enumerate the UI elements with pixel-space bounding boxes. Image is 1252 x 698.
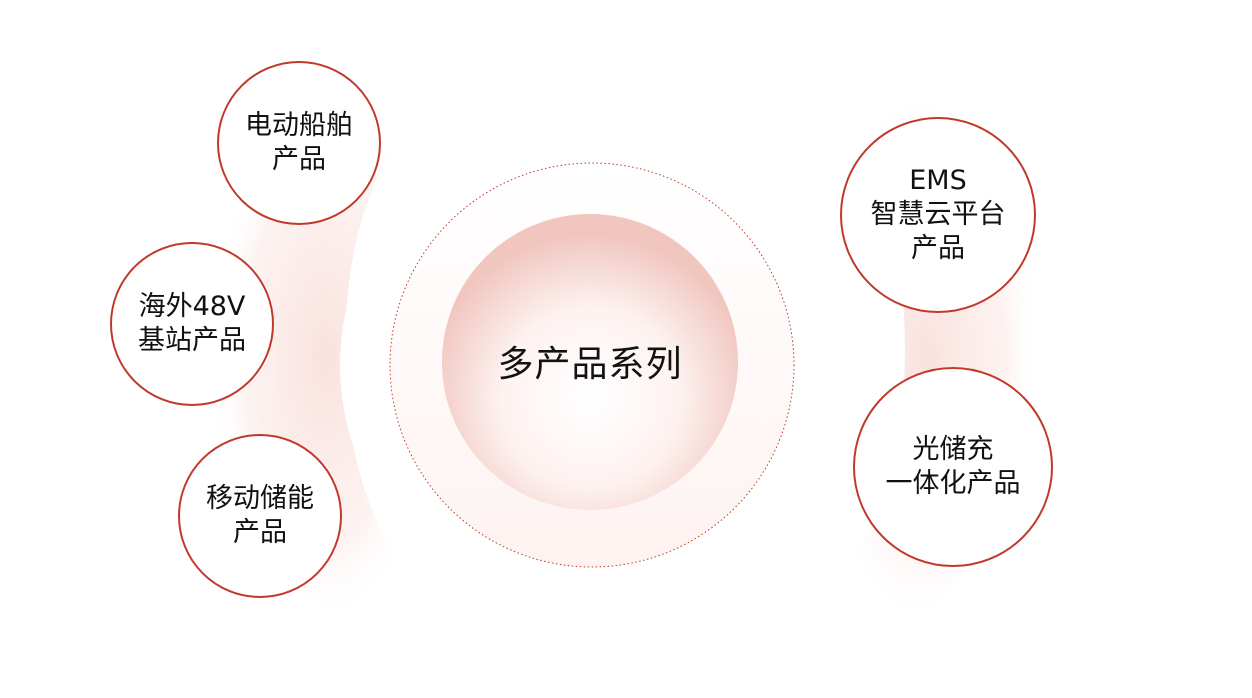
node-mobile-storage-line-1: 移动储能 [206,483,314,514]
node-ems-platform: EMS 智慧云平台 产品 [840,117,1036,313]
node-mobile-storage-line-2: 产品 [233,517,287,548]
center-title: 多产品系列 [497,344,683,385]
node-electric-boat: 电动船舶 产品 [217,61,381,225]
node-base-station: 海外48V 基站产品 [110,242,274,406]
node-base-station-line-2: 基站产品 [138,325,246,356]
center-core [442,214,738,510]
node-ems-line-2: 智慧云平台 [870,199,1006,230]
node-electric-boat-line-2: 产品 [272,144,326,175]
node-mobile-storage: 移动储能 产品 [178,434,342,598]
node-electric-boat-line-1: 电动船舶 [245,110,353,141]
node-pv-storage-line-2: 一体化产品 [885,468,1021,499]
node-base-station-line-1: 海外48V [138,291,246,322]
node-ems-line-1: EMS [909,165,967,196]
node-pv-storage-charging: 光储充 一体化产品 [853,367,1053,567]
node-pv-storage-line-1: 光储充 [912,434,994,465]
node-ems-line-3: 产品 [911,233,965,264]
